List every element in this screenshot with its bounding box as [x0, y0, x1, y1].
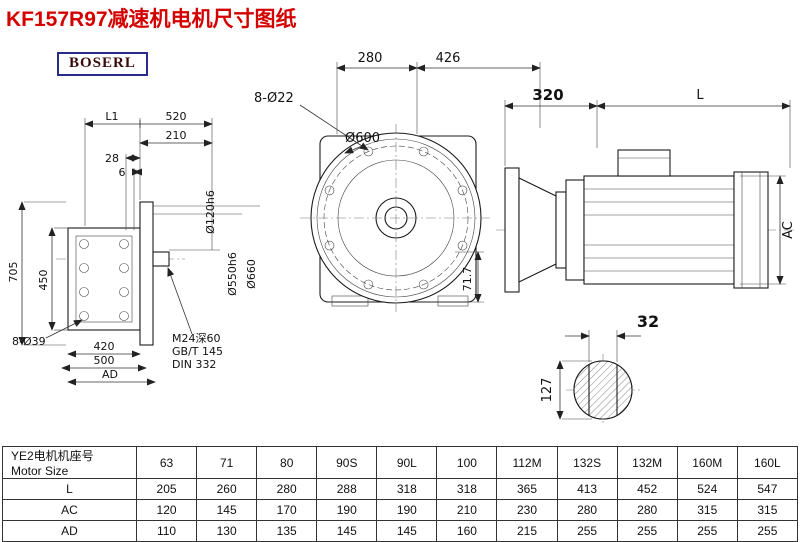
shaft-diameter-label: Ø120h6	[204, 190, 217, 234]
dim-450-label: 450	[37, 270, 50, 291]
standard-note-1: GB/T 145	[172, 345, 223, 358]
col-90s: 90S	[316, 446, 378, 479]
dim-320-label: 320	[532, 86, 563, 104]
col-100: 100	[436, 446, 498, 479]
cell: 190	[376, 499, 438, 521]
cell: 452	[616, 478, 678, 500]
cell: 110	[135, 520, 198, 542]
dim-127-label: 127	[540, 378, 555, 403]
col-160m: 160M	[676, 446, 738, 479]
gearbox-front-view: 8-Ø22 Ø600 280 426 71.7	[254, 51, 541, 312]
motor-flange	[565, 179, 585, 281]
cell: 215	[496, 520, 558, 542]
gearbox-left-view: L1 520 210 28 6 705 450 8-Ø39 420 500 AD	[7, 110, 260, 386]
table-header-row: YE2电机机座号 Motor Size 63 71 80 90S 90L 100…	[2, 446, 799, 479]
fan-cover	[733, 171, 769, 289]
cell: 524	[676, 478, 738, 500]
dim-32-label: 32	[637, 312, 659, 331]
cell: 315	[676, 499, 738, 521]
dim-28-label: 28	[105, 152, 119, 165]
cell: 260	[196, 478, 258, 500]
bolt-holes-callout-front: 8-Ø22	[254, 91, 294, 106]
cell: 288	[316, 478, 378, 500]
row-label-l: L	[2, 478, 137, 500]
tapped-hole-note: M24深60	[172, 332, 221, 345]
col-80: 80	[256, 446, 318, 479]
cell: 413	[556, 478, 618, 500]
dim-705-label: 705	[7, 262, 20, 283]
cell: 280	[256, 478, 318, 500]
housing-body	[67, 227, 141, 331]
cell: 230	[496, 499, 558, 521]
flange-diameter-label: Ø660	[245, 259, 258, 289]
dim-l-label: L	[696, 88, 704, 103]
cell: 315	[736, 499, 799, 521]
row-label-ac: AC	[2, 499, 137, 521]
cell: 318	[376, 478, 438, 500]
cell: 120	[135, 499, 198, 521]
cell: 130	[196, 520, 258, 542]
terminal-box	[617, 149, 671, 177]
dimension-drawing: L1 520 210 28 6 705 450 8-Ø39 420 500 AD	[7, 51, 796, 426]
gear-flange-edge	[504, 167, 520, 293]
dim-ac-label: AC	[781, 221, 796, 239]
cell: 365	[496, 478, 558, 500]
dim-71-7-label: 71.7	[461, 267, 474, 292]
cell: 145	[376, 520, 438, 542]
col-112m: 112M	[496, 446, 558, 479]
table-header-line1: YE2电机机座号	[11, 449, 94, 463]
standard-note-2: DIN 332	[172, 358, 216, 371]
cell: 255	[676, 520, 738, 542]
cell: 255	[736, 520, 799, 542]
output-shaft	[152, 251, 170, 267]
dim-ad-label: AD	[102, 368, 118, 381]
shaft-end-view: 32 127	[540, 312, 659, 426]
dim-500-label: 500	[94, 354, 115, 367]
dim-280-label: 280	[358, 51, 383, 66]
cell: 255	[616, 520, 678, 542]
col-132m: 132M	[616, 446, 678, 479]
cell: 145	[196, 499, 258, 521]
dim-l1-label: L1	[105, 110, 118, 123]
col-132s: 132S	[556, 446, 618, 479]
table-header-line2: Motor Size	[11, 464, 69, 478]
cell: 547	[736, 478, 799, 500]
dim-420-label: 420	[94, 340, 115, 353]
dim-426-label: 426	[436, 51, 461, 66]
table-row-ad: AD 110 130 135 145 145 160 215 255 255 2…	[2, 520, 799, 542]
output-flange	[139, 201, 154, 346]
brand-logo: BOSERL	[57, 52, 148, 76]
spigot-diameter-label: Ø550h6	[226, 252, 239, 296]
cell: 145	[316, 520, 378, 542]
cell: 205	[135, 478, 198, 500]
motor-body	[583, 175, 735, 285]
dim-210-label: 210	[166, 129, 187, 142]
cell: 135	[256, 520, 318, 542]
motor-side-view: 320 L AC	[496, 86, 796, 293]
bolt-holes-callout: 8-Ø39	[12, 335, 46, 348]
table-row-ac: AC 120 145 170 190 190 210 230 280 280 3…	[2, 499, 799, 521]
flange-od-label: Ø600	[345, 131, 380, 146]
cell: 318	[436, 478, 498, 500]
cell: 190	[316, 499, 378, 521]
dim-520-label: 520	[166, 110, 187, 123]
bell-housing	[518, 177, 557, 283]
cell: 170	[256, 499, 318, 521]
table-row-l: L 205 260 280 288 318 318 365 413 452 52…	[2, 478, 799, 500]
shaft-section	[573, 360, 633, 420]
col-63: 63	[135, 446, 198, 479]
cell: 280	[556, 499, 618, 521]
col-71: 71	[196, 446, 258, 479]
cell: 255	[556, 520, 618, 542]
row-label-ad: AD	[2, 520, 137, 542]
col-90l: 90L	[376, 446, 438, 479]
page-title: KF157R97减速机电机尺寸图纸	[6, 8, 297, 31]
table-header-label: YE2电机机座号 Motor Size	[2, 446, 137, 479]
cell: 160	[436, 520, 498, 542]
dim-6-label: 6	[119, 166, 126, 179]
col-160l: 160L	[736, 446, 799, 479]
motor-size-table: YE2电机机座号 Motor Size 63 71 80 90S 90L 100…	[2, 446, 799, 542]
cell: 280	[616, 499, 678, 521]
cell: 210	[436, 499, 498, 521]
